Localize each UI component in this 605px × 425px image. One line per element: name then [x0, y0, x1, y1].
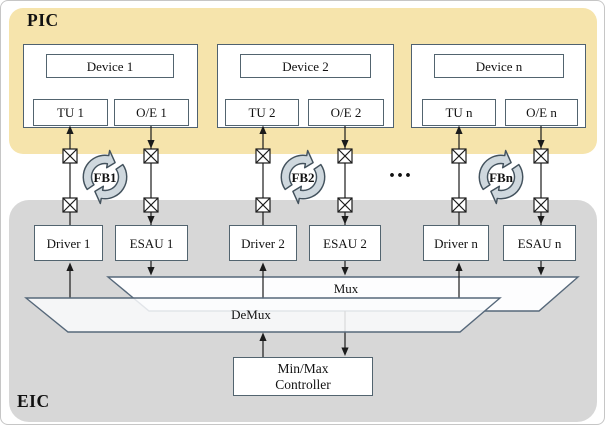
oe-1-box: O/E 1 — [114, 99, 189, 126]
oe-2-box: O/E 2 — [308, 99, 384, 126]
device-1-box: Device 1 — [46, 54, 174, 78]
tu-2-box: TU 2 — [225, 99, 299, 126]
controller-label-line1: Min/Max — [277, 360, 329, 376]
device-n-box: Device n — [434, 54, 564, 78]
fbn-loop-icon — [478, 149, 524, 205]
fb1-label: FB1 — [93, 170, 117, 185]
demux-label: DeMux — [231, 307, 271, 322]
tu-n-box: TU n — [422, 99, 496, 126]
driver-1-box: Driver 1 — [34, 225, 103, 261]
driver-n-box: Driver n — [423, 225, 489, 261]
fbn-label: FBn — [489, 170, 513, 185]
driver-2-box: Driver 2 — [229, 225, 297, 261]
fb1-loop-icon — [82, 149, 128, 205]
pic-region-label: PIC — [27, 10, 59, 30]
eic-region-label: EIC — [17, 391, 50, 411]
esau-n-box: ESAU n — [503, 225, 576, 261]
fb2-loop-icon — [280, 149, 326, 205]
device-2-box: Device 2 — [240, 54, 371, 78]
oe-n-box: O/E n — [505, 99, 578, 126]
fb2-label: FB2 — [291, 170, 315, 185]
mux-label: Mux — [333, 281, 359, 296]
controller-label-line2: Controller — [275, 377, 331, 392]
esau-1-box: ESAU 1 — [115, 225, 188, 261]
esau-2-box: ESAU 2 — [309, 225, 381, 261]
minmax-controller-box: Min/Max Controller — [233, 357, 373, 396]
ellipsis-dots: ... — [389, 157, 413, 183]
tu-1-box: TU 1 — [33, 99, 108, 126]
